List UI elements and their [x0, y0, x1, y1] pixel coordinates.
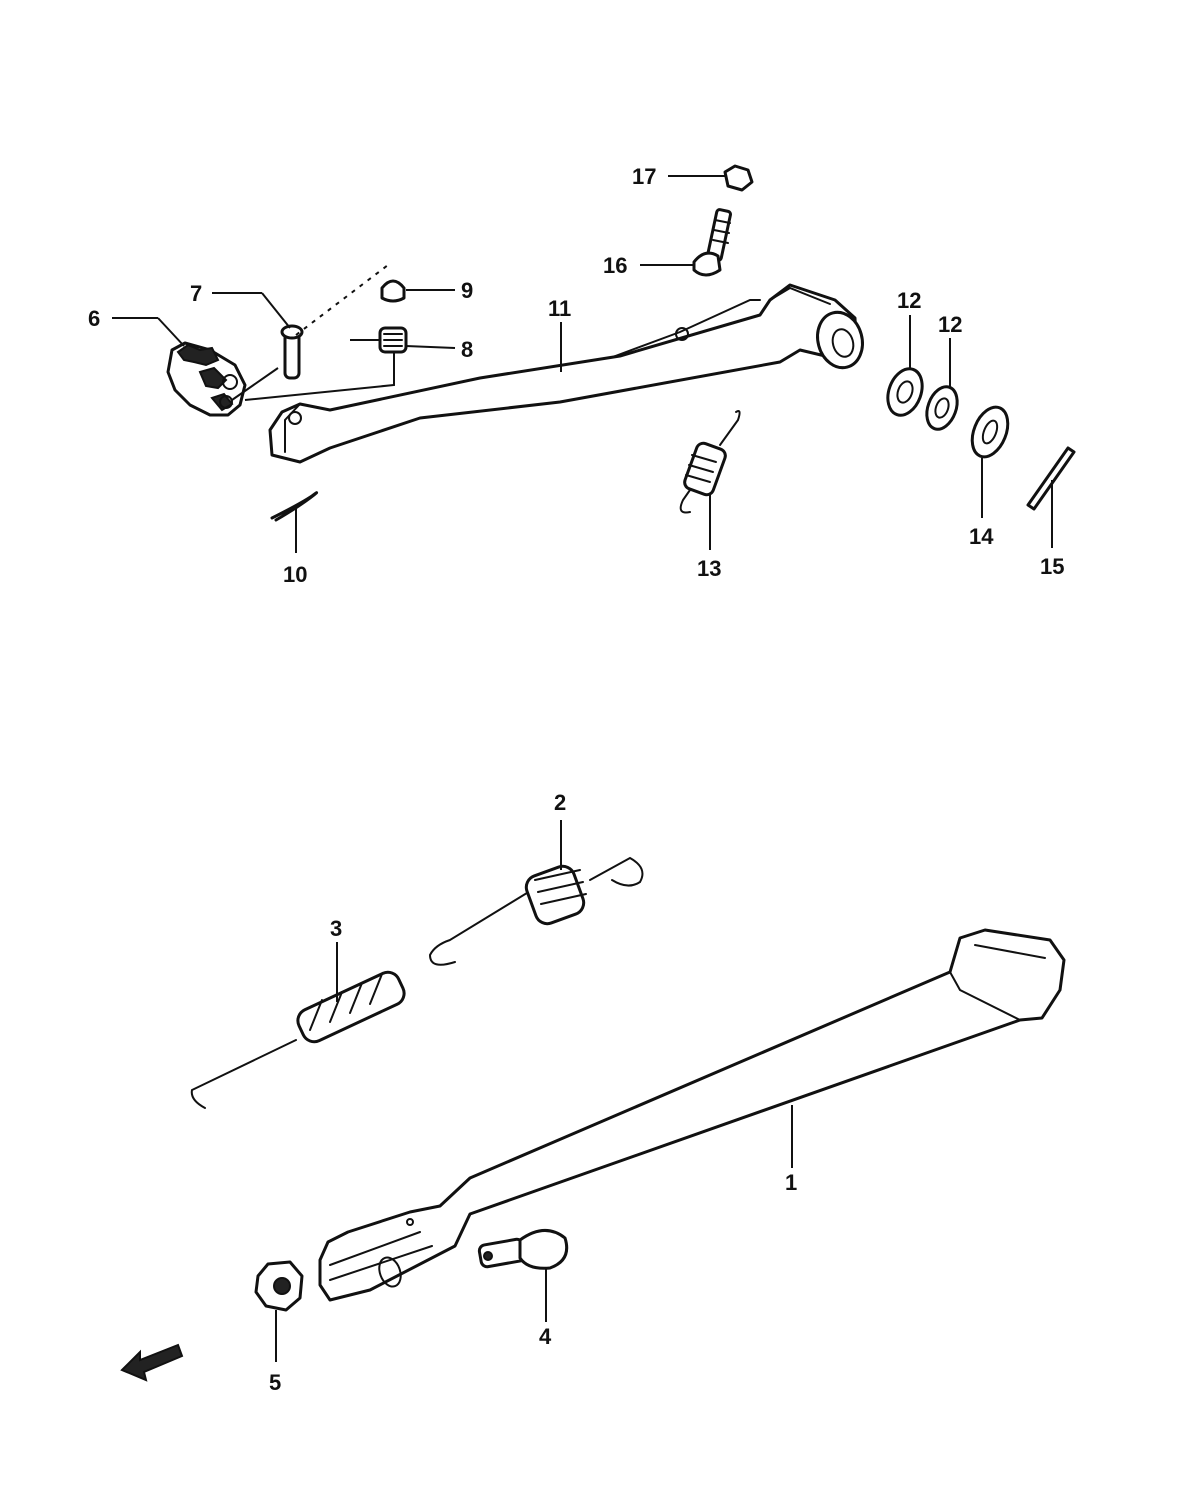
callout-6: 6 [88, 306, 100, 331]
part-16-bolt [692, 208, 732, 277]
callout-13: 13 [697, 556, 721, 581]
part-15-pin [1026, 446, 1076, 511]
callout-1: 1 [785, 1170, 797, 1195]
part-8-collar [378, 326, 408, 354]
part-2-spring [428, 856, 644, 966]
callout-15: 15 [1040, 554, 1064, 579]
part-17-nut [723, 164, 754, 192]
callout-4: 4 [539, 1324, 552, 1349]
callout-14: 14 [969, 524, 994, 549]
callouts: 6 7 9 8 10 11 13 12 12 14 15 16 17 2 3 1… [88, 164, 1064, 1395]
part-7-pin [280, 324, 304, 380]
leader-lines [112, 175, 1053, 1362]
part-10-cotter-pin [270, 491, 319, 522]
part-13-spring [679, 410, 741, 514]
part-4-bolt [477, 1229, 569, 1270]
callout-3: 3 [330, 916, 342, 941]
part-5-nut [254, 1260, 304, 1312]
part-1-stand [318, 928, 1066, 1302]
callout-9: 9 [461, 278, 473, 303]
part-12-washer-b [925, 385, 959, 431]
callout-11: 11 [548, 296, 571, 321]
callout-12a: 12 [897, 288, 921, 313]
callout-12b: 12 [938, 312, 962, 337]
callout-16: 16 [603, 253, 627, 278]
callout-2: 2 [554, 790, 566, 815]
part-11-brake-pedal [268, 283, 864, 464]
part-12-washer-a [886, 367, 924, 417]
part-6-footrest [166, 341, 247, 417]
callout-10: 10 [283, 562, 307, 587]
callout-17: 17 [632, 164, 656, 189]
callout-7: 7 [190, 281, 202, 306]
part-9-cap [380, 279, 406, 303]
forward-arrow-icon [120, 1343, 184, 1382]
part-3-spring [190, 970, 406, 1109]
callout-5: 5 [269, 1370, 281, 1395]
callout-8: 8 [461, 337, 473, 362]
part-14-washer [970, 405, 1010, 459]
